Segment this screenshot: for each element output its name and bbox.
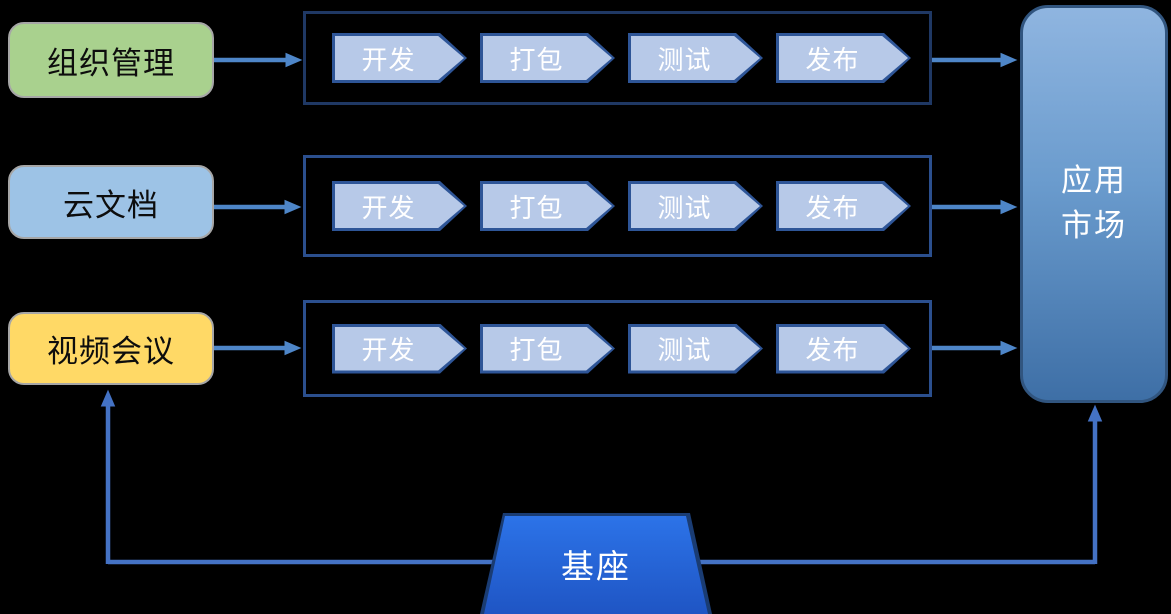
stage-label: 发布 bbox=[805, 44, 860, 75]
source-box-label: 组织管理 bbox=[47, 45, 175, 81]
source-box-video-meeting: 视频会议 bbox=[8, 312, 214, 385]
stage-arrow-fill bbox=[335, 326, 464, 371]
stage-label: 测试 bbox=[657, 192, 712, 223]
stage-arrow-fill bbox=[631, 36, 760, 80]
pipeline-row-3: 开发 打包 测试 发布 bbox=[303, 300, 932, 397]
stage-arrow-fill bbox=[483, 326, 612, 371]
stage-label: 打包 bbox=[509, 192, 564, 223]
stage-arrow-fill bbox=[483, 36, 612, 80]
stage-label: 开发 bbox=[361, 335, 416, 365]
source-box-org-management: 组织管理 bbox=[8, 22, 214, 98]
pipeline-row-2: 开发 打包 测试 发布 bbox=[303, 155, 932, 257]
stage-test: 测试 bbox=[628, 33, 763, 83]
stage-arrow-fill bbox=[335, 36, 464, 80]
stage-label: 开发 bbox=[361, 44, 416, 75]
stage-label: 打包 bbox=[509, 44, 564, 75]
stage-develop: 开发 bbox=[332, 323, 467, 374]
stage-label: 发布 bbox=[805, 192, 860, 223]
stage-package: 打包 bbox=[480, 33, 615, 83]
stage-release: 发布 bbox=[776, 181, 911, 231]
source-box-label: 视频会议 bbox=[47, 334, 175, 369]
stage-label: 测试 bbox=[657, 44, 712, 75]
target-label-line1: 应用 bbox=[1061, 163, 1127, 199]
stage-label: 开发 bbox=[361, 192, 416, 223]
stage-test: 测试 bbox=[628, 323, 763, 374]
stage-label: 发布 bbox=[805, 335, 860, 365]
stage-arrow-fill bbox=[631, 184, 760, 228]
source-box-label: 云文档 bbox=[63, 187, 159, 223]
stage-arrow-fill bbox=[779, 184, 908, 228]
source-box-cloud-docs: 云文档 bbox=[8, 165, 214, 239]
target-label-line2: 市场 bbox=[1061, 208, 1127, 243]
pipeline-row-1: 开发 打包 测试 发布 bbox=[303, 11, 932, 105]
stage-arrow-fill bbox=[335, 184, 464, 228]
stage-release: 发布 bbox=[776, 323, 911, 374]
stage-arrow-fill bbox=[779, 36, 908, 80]
stage-develop: 开发 bbox=[332, 33, 467, 83]
target-box-app-market: 应用 市场 bbox=[1020, 5, 1168, 403]
stage-release: 发布 bbox=[776, 33, 911, 83]
stage-arrow-fill bbox=[779, 326, 908, 371]
stage-test: 测试 bbox=[628, 181, 763, 231]
stage-label: 测试 bbox=[657, 335, 712, 365]
stage-package: 打包 bbox=[480, 181, 615, 231]
stage-label: 打包 bbox=[509, 335, 564, 365]
stage-package: 打包 bbox=[480, 323, 615, 374]
base-trapezoid: 基座 bbox=[480, 513, 712, 614]
base-label: 基座 bbox=[561, 547, 631, 585]
stage-arrow-fill bbox=[631, 326, 760, 371]
stage-develop: 开发 bbox=[332, 181, 467, 231]
base-trapezoid-fill bbox=[484, 516, 708, 614]
stage-arrow-fill bbox=[483, 184, 612, 228]
